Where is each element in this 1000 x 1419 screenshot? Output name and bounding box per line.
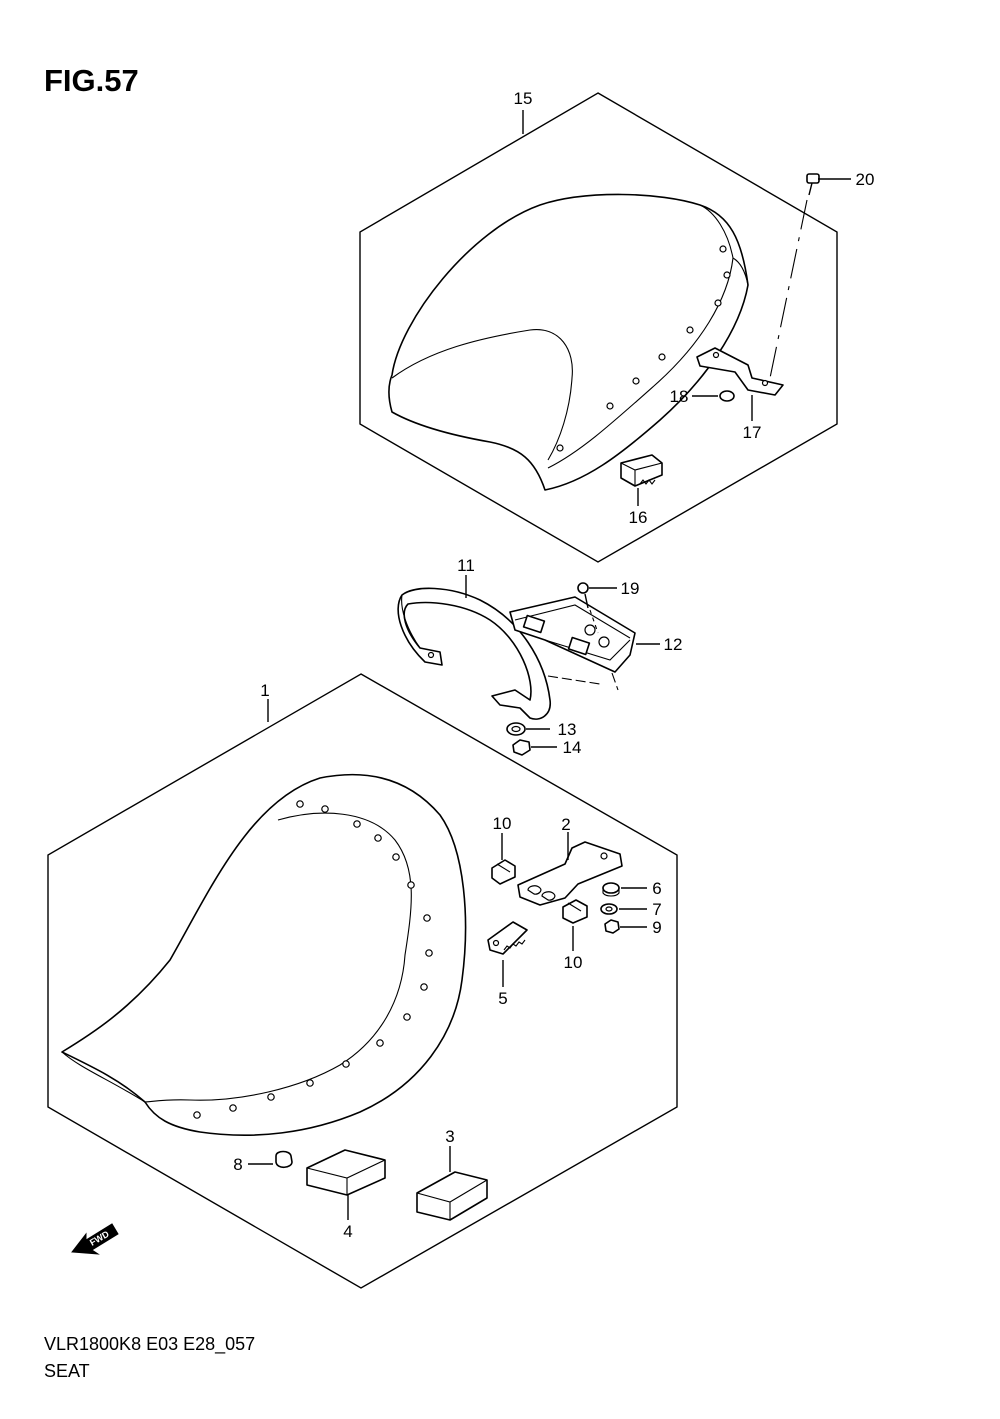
callout-18: 18 xyxy=(670,387,689,406)
part-13-washer xyxy=(506,722,550,736)
part-14-nut xyxy=(512,739,557,756)
part-20-screw xyxy=(769,173,851,379)
model-code: VLR1800K8 E03 E28_057 xyxy=(44,1334,255,1355)
callout-17: 17 xyxy=(743,423,762,442)
callout-14: 14 xyxy=(563,738,582,757)
section-name: SEAT xyxy=(44,1361,90,1381)
part-16-cushion xyxy=(620,454,663,506)
callout-20: 20 xyxy=(856,170,875,189)
part-6-cushion xyxy=(602,882,647,897)
callout-10-lower: 10 xyxy=(564,953,583,972)
callout-6: 6 xyxy=(652,879,661,898)
callout-3: 3 xyxy=(445,1127,454,1146)
part-19-bolt xyxy=(577,582,617,634)
callout-1: 1 xyxy=(260,681,269,700)
callout-2: 2 xyxy=(561,815,570,834)
front-seat-studs xyxy=(193,800,433,1119)
part-4-pad xyxy=(306,1149,386,1220)
callout-7: 7 xyxy=(652,900,661,919)
part-9-nut xyxy=(604,919,647,934)
part-3-pad xyxy=(416,1146,488,1221)
part-17-bracket xyxy=(696,347,784,421)
part-7-washer xyxy=(600,903,647,915)
rear-seat-studs xyxy=(556,245,731,452)
part-10-clip-lower xyxy=(562,899,588,951)
callout-8: 8 xyxy=(233,1155,242,1174)
part-2-bracket-plate xyxy=(517,832,623,906)
part-8-cap xyxy=(248,1150,293,1169)
callout-10-upper: 10 xyxy=(493,814,512,833)
figure-title: FIG.57 xyxy=(44,63,139,98)
callout-19: 19 xyxy=(621,579,640,598)
callout-11: 11 xyxy=(457,556,475,575)
callout-12: 12 xyxy=(664,635,683,654)
callout-5: 5 xyxy=(498,989,507,1008)
callout-16: 16 xyxy=(629,508,648,527)
callout-13: 13 xyxy=(558,720,577,739)
front-seat-cushion xyxy=(61,699,467,1136)
callout-4: 4 xyxy=(343,1222,352,1241)
part-5-damper xyxy=(487,921,528,987)
rear-seat-assembly-outline xyxy=(359,92,838,563)
rear-seat-cushion xyxy=(388,193,749,491)
part-18-nut xyxy=(692,390,735,402)
forward-arrow-icon: FWD xyxy=(71,1223,119,1255)
callout-15: 15 xyxy=(514,89,533,108)
part-11-strap xyxy=(397,575,551,720)
part-12-bracket xyxy=(509,596,660,691)
front-seat-assembly-outline xyxy=(47,673,678,1289)
part-10-clip-upper xyxy=(491,833,516,885)
callout-9: 9 xyxy=(652,918,661,937)
